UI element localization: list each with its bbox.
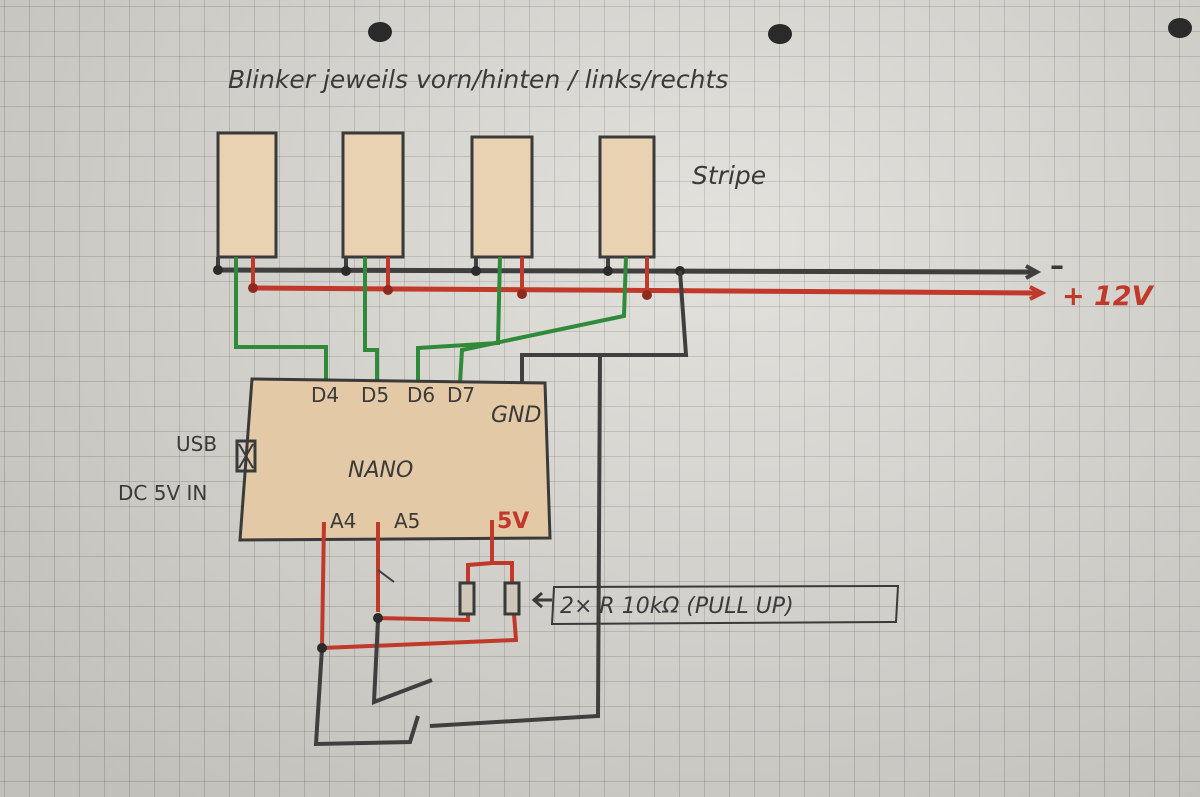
pin-d4-label: D4 bbox=[311, 383, 339, 407]
pin-a4-label: A4 bbox=[330, 509, 356, 533]
led-strip-3 bbox=[470, 135, 534, 259]
plus-rail-arrow bbox=[1029, 285, 1047, 301]
minus-label: – bbox=[1050, 249, 1064, 282]
nano-board-outline bbox=[238, 377, 552, 542]
led-strips bbox=[216, 131, 656, 259]
pin-d6-label: D6 bbox=[407, 383, 435, 407]
punch-hole-3 bbox=[1168, 18, 1192, 38]
pin-d7-label: D7 bbox=[447, 383, 475, 407]
resistor-1 bbox=[458, 581, 476, 616]
switch-a4 bbox=[313, 647, 420, 747]
pullup-resistors bbox=[458, 581, 521, 616]
ground-wiring bbox=[429, 270, 689, 728]
usb-label: USB bbox=[176, 432, 217, 456]
stripe-label: Stripe bbox=[692, 161, 766, 190]
ground-rail-arrow bbox=[1025, 264, 1042, 280]
diagram-title: Blinker jeweils vorn/hinten / links/rech… bbox=[228, 65, 728, 94]
punch-hole-2 bbox=[768, 24, 792, 44]
power-rails bbox=[214, 264, 1047, 301]
switch-a5 bbox=[371, 619, 433, 705]
pin-a5-label: A5 bbox=[394, 509, 420, 533]
pin-5v-label: 5V bbox=[497, 509, 529, 534]
plus-12v-label: + 12V bbox=[1062, 281, 1155, 312]
led-strip-4 bbox=[598, 135, 656, 259]
led-strip-2 bbox=[341, 131, 405, 259]
resistor-2 bbox=[503, 581, 521, 616]
pin-d5-label: D5 bbox=[361, 383, 389, 407]
board-name-label: NANO bbox=[348, 458, 413, 483]
nano-board bbox=[235, 377, 552, 542]
dc-in-label: DC 5V IN bbox=[118, 481, 207, 505]
punch-hole-1 bbox=[368, 22, 392, 42]
led-strip-1 bbox=[216, 131, 278, 259]
resistor-note: 2× R 10kΩ (PULL UP) bbox=[560, 594, 794, 619]
resistor-note-box bbox=[550, 584, 900, 626]
data-wires bbox=[234, 256, 628, 384]
pin-gnd-label: GND bbox=[491, 403, 541, 428]
arrow-left-icon bbox=[531, 591, 552, 609]
usb-port-icon bbox=[235, 439, 257, 473]
switch-wiring bbox=[313, 569, 433, 747]
junction-dots bbox=[213, 265, 685, 300]
pullup-red-wires bbox=[320, 520, 519, 650]
